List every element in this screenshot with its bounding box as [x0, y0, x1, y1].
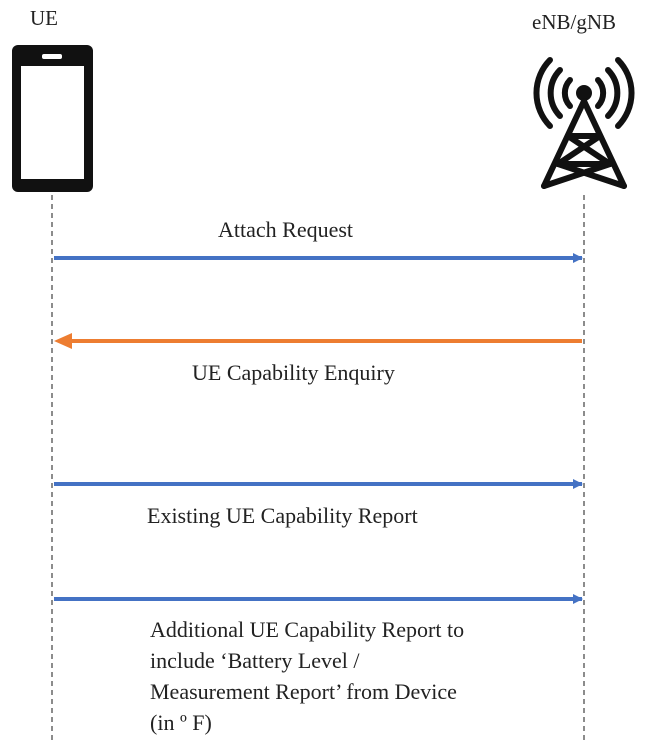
- additional-capability-report-label: Additional UE Capability Report to inclu…: [150, 614, 570, 738]
- enb-label: eNB/gNB: [532, 10, 616, 34]
- ue-label: UE: [30, 6, 58, 30]
- additional-report-line-4: (in º F): [150, 710, 212, 735]
- additional-report-line-1: Additional UE Capability Report to: [150, 617, 465, 642]
- ue-capability-enquiry-label: UE Capability Enquiry: [192, 360, 395, 385]
- additional-report-line-3: Measurement Report’ from Device: [150, 679, 457, 704]
- cell-tower-icon: [533, 57, 635, 189]
- existing-capability-report-label: Existing UE Capability Report: [147, 503, 418, 528]
- attach-request-label: Attach Request: [218, 217, 354, 242]
- ue-capability-enquiry-arrow: [54, 333, 582, 349]
- mobile-phone-icon: [12, 45, 93, 192]
- additional-report-line-2: include ‘Battery Level /: [150, 648, 360, 673]
